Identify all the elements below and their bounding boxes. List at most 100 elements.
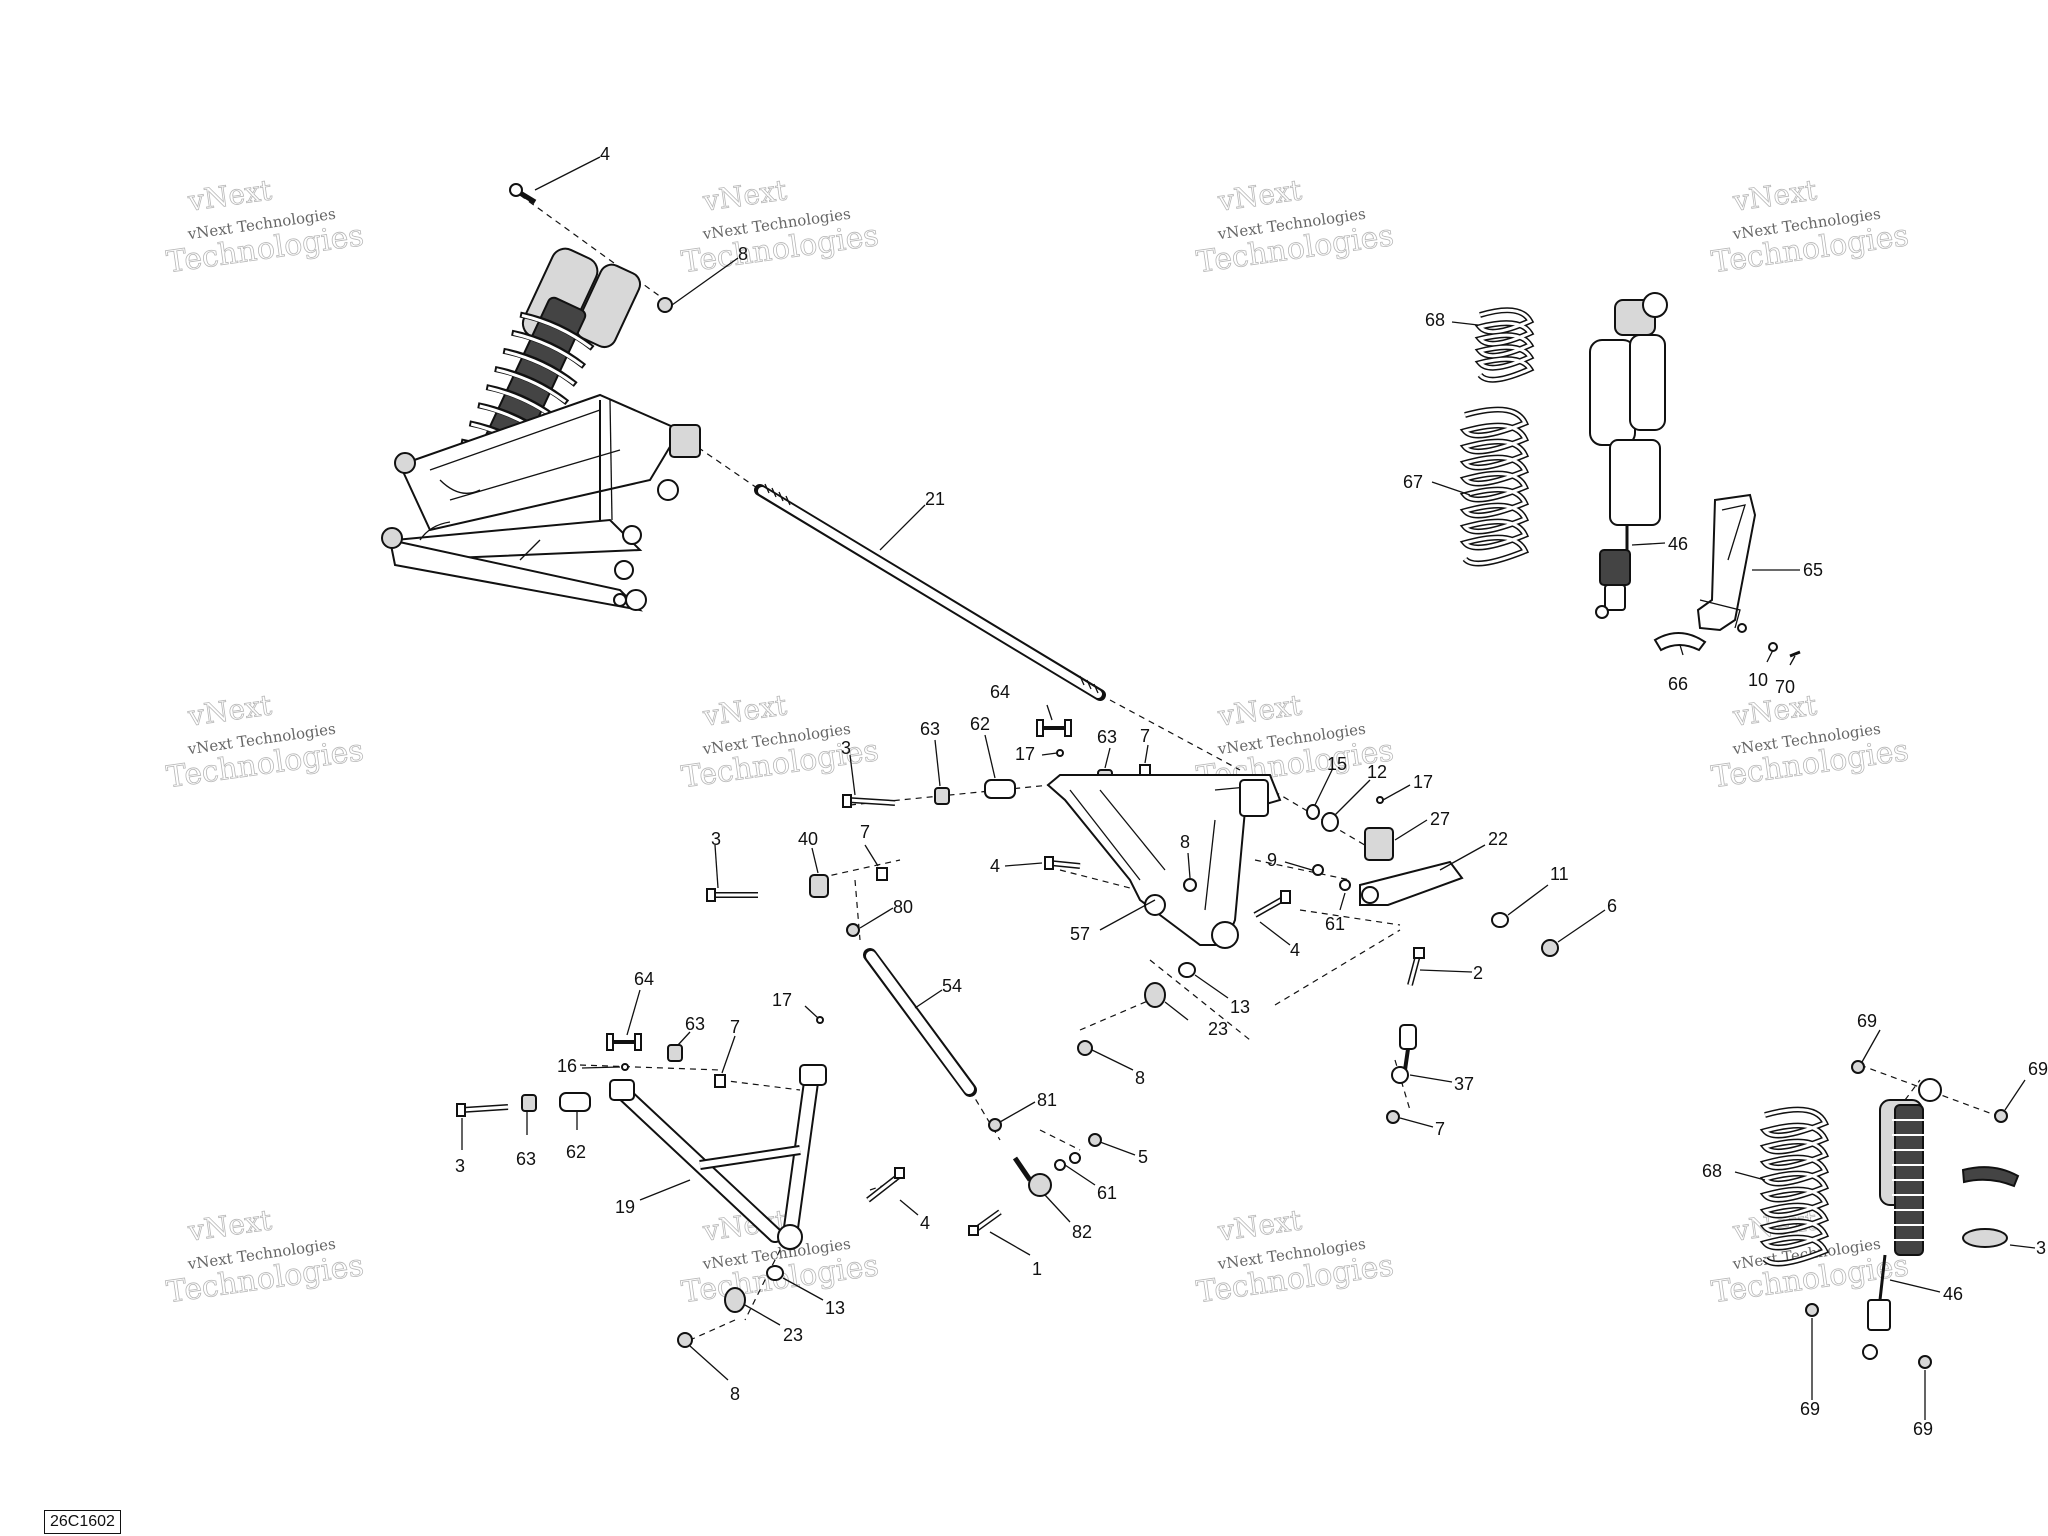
spring-seat-part [1961, 1166, 2020, 1188]
nut-part-6 [1541, 939, 1559, 957]
callout-label: 4 [1290, 940, 1300, 960]
watermark: vNext vNext Technologies Technologies [679, 173, 881, 281]
bolt-part-3 [706, 888, 758, 902]
bushing-part-23 [1144, 982, 1166, 1008]
callout-label: 80 [893, 897, 913, 917]
watermark: vNext vNext Technologies Technologies [164, 1203, 366, 1311]
nut-part-7 [1386, 1110, 1400, 1124]
callout-label: 62 [970, 714, 990, 734]
svg-text:vNext: vNext [1730, 173, 1819, 218]
callout-label: 15 [1327, 754, 1347, 774]
bracket-part-27 [1364, 827, 1394, 861]
rod-end-part-82 [1012, 1156, 1052, 1197]
watermark: vNext vNext Technologies Technologies [1709, 173, 1911, 281]
watermark: vNext vNext Technologies Technologies [1194, 1203, 1396, 1311]
nut-part-8 [677, 1332, 693, 1348]
nut-part-7 [714, 1074, 726, 1088]
washer-part-9 [1312, 864, 1324, 876]
shock-absorber-part-46 [1589, 292, 1668, 619]
callout-label: 8 [1135, 1068, 1145, 1088]
callout-label: 63 [516, 1149, 536, 1169]
svg-text:vNext: vNext [185, 173, 274, 218]
svg-text:vNext: vNext [1215, 1203, 1304, 1248]
tie-rod-end-part-37 [1391, 1024, 1417, 1084]
sway-bar-part-21 [754, 483, 1106, 701]
washer-part-11 [1491, 912, 1509, 928]
washer-part-61 [1069, 1152, 1081, 1164]
watermark: vNext vNext Technologies Technologies [1194, 173, 1396, 281]
bolt-part-4 [1253, 890, 1291, 918]
callout-label: 17 [772, 990, 792, 1010]
lower-arm-group [456, 1016, 905, 1348]
pin-part-64 [1036, 719, 1072, 737]
bolt-part-3 [456, 1103, 509, 1117]
clip-part-12 [1321, 812, 1339, 832]
callout-label: 8 [730, 1384, 740, 1404]
callout-label: 69 [2028, 1059, 2048, 1079]
callout-label: 5 [1138, 1147, 1148, 1167]
nut-part-69 [1851, 1060, 1865, 1074]
svg-text:vNext: vNext [700, 688, 789, 733]
callout-label: 17 [1413, 772, 1433, 792]
watermark: vNext vNext Technologies Technologies [164, 173, 366, 281]
ring-part-13 [766, 1265, 784, 1281]
nut-part-69 [1805, 1303, 1819, 1317]
bushing-part-63 [667, 1044, 683, 1062]
callout-label: 81 [1037, 1090, 1057, 1110]
sleeve-part-62 [559, 1092, 591, 1112]
nut-part-69 [1994, 1109, 2008, 1123]
svg-text:vNext: vNext [700, 173, 789, 218]
nut-part-5 [1088, 1133, 1102, 1147]
bushing-part-63 [934, 787, 950, 805]
callout-label: 3 [711, 829, 721, 849]
washer-part-61 [1054, 1159, 1066, 1171]
center-upper-arm-group [842, 719, 1559, 1124]
callout-label: 57 [1070, 924, 1090, 944]
a-arm-part-19 [609, 1064, 827, 1250]
watermark: vNext vNext Technologies Technologies [679, 1203, 881, 1311]
callout-label: 16 [557, 1056, 577, 1076]
callout-label: 8 [1180, 832, 1190, 852]
callout-label: 61 [1325, 914, 1345, 934]
nut-part-7 [876, 867, 888, 881]
callout-label: 64 [634, 969, 654, 989]
callout-label: 64 [990, 682, 1010, 702]
callout-label: 9 [1267, 850, 1277, 870]
callout-labels: 4 8 21 68 67 46 65 66 10 70 64 63 62 17 … [455, 144, 2048, 1439]
ring-part-15 [1306, 804, 1320, 820]
callout-label: 68 [1425, 310, 1445, 330]
link-group [706, 867, 1102, 1236]
callout-label: 17 [1015, 744, 1035, 764]
callout-label: 63 [685, 1014, 705, 1034]
front-shock-group [1459, 292, 1801, 658]
spring-part-68 [1759, 1106, 1830, 1267]
nut-part-81 [988, 1118, 1002, 1132]
grease-fitting-part-17 [1056, 749, 1064, 757]
bushing-part-63 [521, 1094, 537, 1112]
callout-label: 46 [1668, 534, 1688, 554]
callout-label: 62 [566, 1142, 586, 1162]
callout-label: 7 [860, 822, 870, 842]
grease-fitting-part-16 [621, 1063, 629, 1071]
callout-label: 3 [455, 1156, 465, 1176]
svg-text:vNext: vNext [185, 1203, 274, 1248]
callout-label: 22 [1488, 829, 1508, 849]
callout-label: 7 [1140, 726, 1150, 746]
ring-part-13 [1178, 962, 1196, 978]
watermark: vNext vNext Technologies Technologies [1709, 688, 1911, 796]
watermark: vNext vNext Technologies Technologies [679, 688, 881, 796]
grease-fitting-part-17 [816, 1016, 824, 1024]
callout-label: 70 [1775, 677, 1795, 697]
callout-label: 54 [942, 976, 962, 996]
callout-label: 10 [1748, 670, 1768, 690]
svg-text:vNext: vNext [185, 688, 274, 733]
callout-label: 13 [825, 1298, 845, 1318]
mount-bracket-part-65 [1696, 493, 1757, 633]
callout-label: 19 [615, 1197, 635, 1217]
drawing-reference-code: 26C1602 [44, 1510, 121, 1534]
callout-label: 21 [925, 489, 945, 509]
callout-label: 63 [920, 719, 940, 739]
callout-label: 69 [1913, 1419, 1933, 1439]
grease-fitting-part-17 [1376, 796, 1384, 804]
nut-part-8 [657, 297, 673, 313]
